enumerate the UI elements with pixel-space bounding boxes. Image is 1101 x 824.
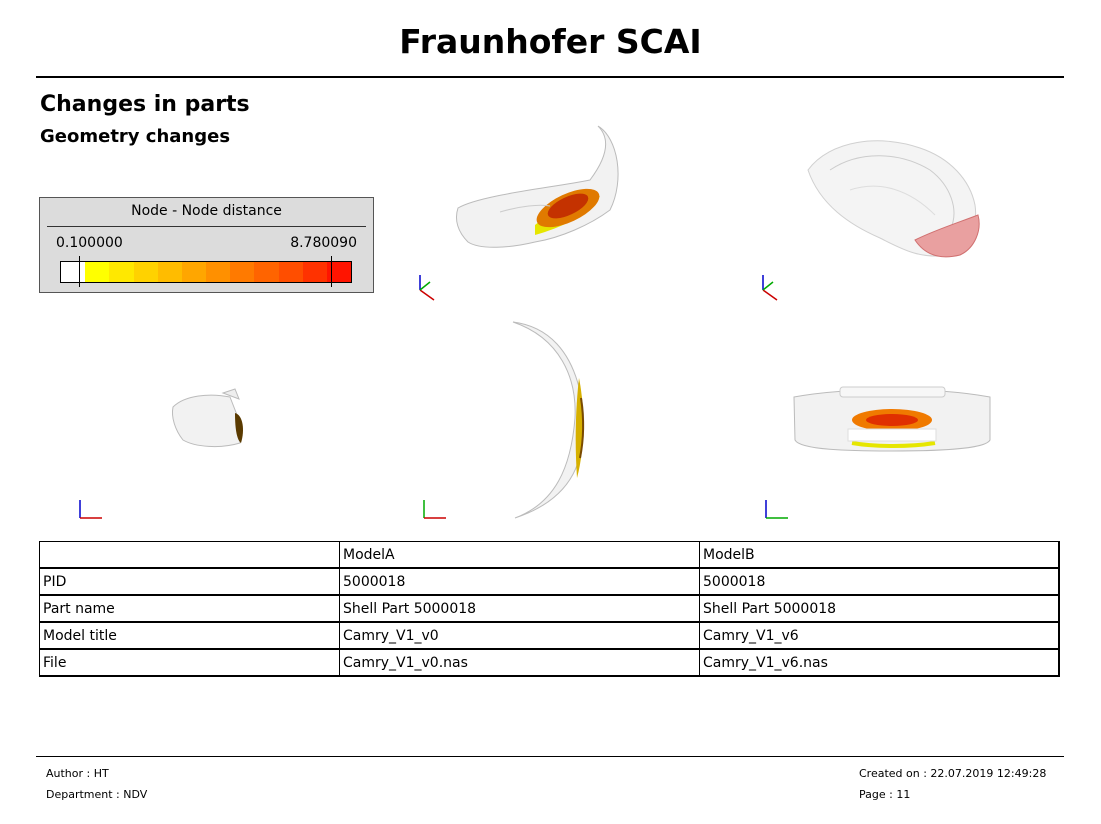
- section-subheading: Geometry changes: [40, 126, 231, 147]
- created-date-label: Created on : 22.07.2019 12:49:28: [859, 767, 1047, 780]
- legend-color-segment: [278, 262, 303, 282]
- axis-triad-icon: [79, 500, 102, 519]
- header-divider: [36, 76, 1064, 78]
- legend-max-label: 8.780090: [290, 235, 357, 251]
- axis-triad-icon: [765, 500, 788, 519]
- legend-min-label: 0.100000: [56, 235, 123, 251]
- table-cell: Camry_V1_v0.nas: [339, 648, 700, 677]
- model-comparison-table: ModelA ModelB PID 5000018 5000018 Part n…: [39, 541, 1060, 677]
- axis-triad-icon: [419, 275, 435, 301]
- table-cell: Camry_V1_v6: [699, 621, 1060, 650]
- axis-triad-icon: [423, 500, 446, 519]
- full-car-view: [807, 140, 980, 258]
- table-cell: Model title: [39, 621, 340, 650]
- table-cell: ModelA: [339, 541, 700, 569]
- legend-color-segment: [230, 262, 255, 282]
- legend-color-bar: [60, 261, 352, 283]
- legend-color-segment: [326, 262, 352, 282]
- legend-color-segment: [133, 262, 158, 282]
- footer-divider: [36, 756, 1064, 757]
- page-title: Fraunhofer SCAI: [399, 22, 702, 61]
- table-cell: [39, 541, 340, 569]
- table-cell: File: [39, 648, 340, 677]
- table-cell: Shell Part 5000018: [339, 594, 700, 623]
- table-row: Part name Shell Part 5000018 Shell Part …: [39, 594, 1060, 623]
- bumper-view-top-down: [512, 321, 585, 519]
- legend-color-segment: [157, 262, 182, 282]
- table-row: Model title Camry_V1_v0 Camry_V1_v6: [39, 621, 1060, 650]
- table-header-row: ModelA ModelB: [39, 541, 1060, 569]
- table-row: PID 5000018 5000018: [39, 567, 1060, 596]
- table-cell: Shell Part 5000018: [699, 594, 1060, 623]
- table-cell: Camry_V1_v0: [339, 621, 700, 650]
- table-cell: PID: [39, 567, 340, 596]
- bumper-view-front: [793, 386, 991, 452]
- legend-color-segment: [254, 262, 279, 282]
- legend-color-segment: [181, 262, 207, 282]
- table-cell: 5000018: [699, 567, 1060, 596]
- legend-title: Node - Node distance: [131, 203, 282, 219]
- color-legend: Node - Node distance 0.100000 8.780090: [39, 197, 374, 293]
- table-row: File Camry_V1_v0.nas Camry_V1_v6.nas: [39, 648, 1060, 677]
- legend-color-segment: [85, 262, 110, 282]
- table-cell: 5000018: [339, 567, 700, 596]
- table-cell: ModelB: [699, 541, 1060, 569]
- bumper-view-side: [172, 388, 243, 448]
- department-label: Department : NDV: [46, 788, 148, 801]
- legend-max-tick: [331, 256, 332, 287]
- legend-color-segment: [109, 262, 134, 282]
- legend-min-tick: [79, 256, 80, 287]
- legend-color-segment: [206, 262, 231, 282]
- table-cell: Part name: [39, 594, 340, 623]
- legend-color-segment: [61, 262, 86, 282]
- page-number-label: Page : 11: [859, 788, 911, 801]
- legend-divider: [47, 226, 366, 227]
- bumper-view-top: [455, 125, 619, 248]
- section-heading: Changes in parts: [40, 92, 250, 117]
- author-label: Author : HT: [46, 767, 109, 780]
- legend-color-segment: [302, 262, 327, 282]
- table-cell: Camry_V1_v6.nas: [699, 648, 1060, 677]
- axis-triad-icon: [762, 275, 778, 301]
